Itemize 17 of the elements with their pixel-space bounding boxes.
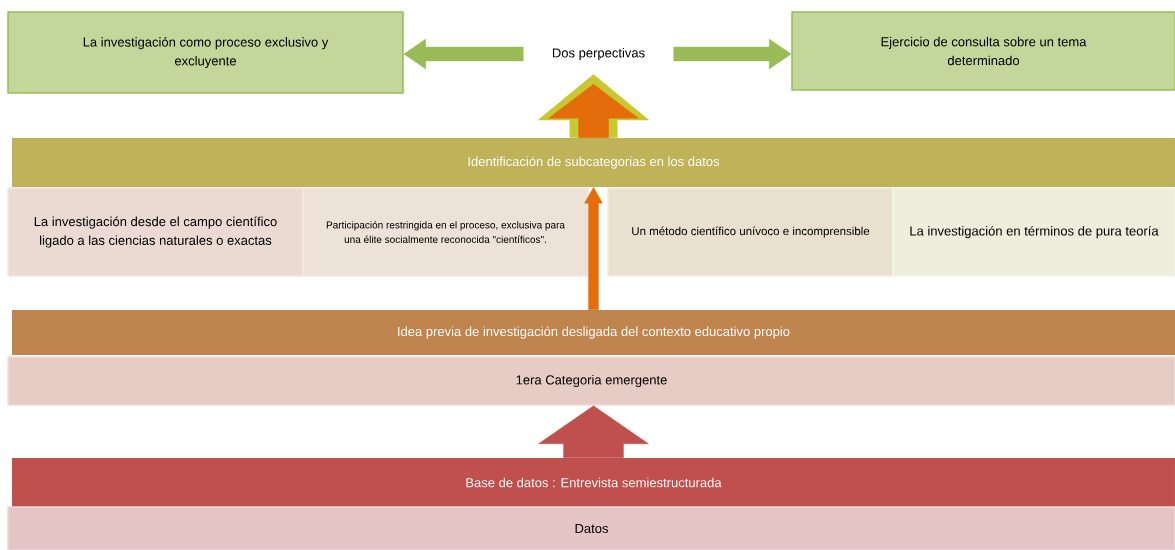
subcategory-box: La investigación desde el campo científico ligado a las ciencias naturales o exactas bbox=[7, 187, 304, 277]
heading-text: Dos perpectivas bbox=[552, 47, 645, 61]
category-band: Idea previa de investigación desligada del contexto educativo propio bbox=[12, 310, 1175, 355]
block-arrow bbox=[584, 187, 603, 310]
category-band: Identificación de subcategorias en los datos bbox=[12, 138, 1175, 187]
data-band: Datos bbox=[7, 506, 1175, 550]
data-band: Base de datos : Entrevista semiestructurada bbox=[12, 458, 1175, 507]
block-arrow bbox=[673, 38, 792, 70]
category-band: 1era Categoria emergente bbox=[7, 356, 1175, 406]
process-box: Ejercicio de consulta sobre un tema determinado bbox=[791, 11, 1175, 91]
subcategory-box: Participación restringida en el proceso, exclusiva para una élite socialmente reconocida "científicos". bbox=[302, 187, 589, 277]
block-arrow bbox=[537, 74, 650, 138]
block-arrow bbox=[538, 405, 649, 458]
block-arrow bbox=[403, 38, 524, 70]
subcategory-box: La investigación en términos de pura teoría bbox=[892, 187, 1175, 277]
subcategory-box: Un método científico unívoco e incomprensible bbox=[607, 187, 894, 277]
process-box: La investigación como proceso exclusivo y excluyente bbox=[7, 11, 404, 94]
